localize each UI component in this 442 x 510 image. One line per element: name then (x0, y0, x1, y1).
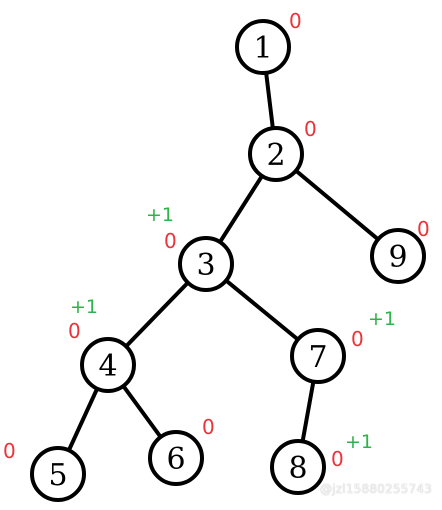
node-label-4: 4 (98, 349, 117, 384)
node-label-8: 8 (288, 451, 307, 486)
tree-node-3: 3 (178, 236, 234, 292)
tree-node-8: 8 (270, 439, 326, 495)
annotation-zero-6: 0 (202, 415, 215, 439)
annotation-zero-9: 0 (417, 217, 430, 241)
node-circle-2 (248, 126, 304, 182)
node-label-2: 2 (266, 138, 285, 173)
tree-node-4: 4 (80, 337, 136, 393)
node-label-7: 7 (308, 340, 327, 375)
annotation-zero-5: 0 (3, 439, 16, 463)
node-label-9: 9 (388, 240, 407, 275)
annotation-zero-3: 0 (164, 229, 177, 253)
tree-node-2: 2 (248, 126, 304, 182)
node-circle-9 (370, 228, 426, 284)
node-circle-6 (148, 430, 204, 486)
nodes-layer: 1 2 3 9 4 7 5 6 8 (30, 19, 426, 502)
node-label-3: 3 (196, 248, 215, 283)
annotation-zero-1: 0 (289, 9, 302, 33)
node-circle-4 (80, 337, 136, 393)
annotation-increment-4: +1 (70, 296, 98, 318)
annotation-zero-4: 0 (68, 319, 81, 343)
tree-node-6: 6 (148, 430, 204, 486)
annotation-increment-7: +1 (368, 308, 396, 330)
node-label-6: 6 (166, 442, 185, 477)
tree-node-1: 1 (235, 19, 291, 75)
node-circle-7 (290, 328, 346, 384)
tree-node-5: 5 (30, 446, 86, 502)
annotation-zero-2: 0 (304, 117, 317, 141)
node-circle-5 (30, 446, 86, 502)
tree-node-9: 9 (370, 228, 426, 284)
watermark-text: @jzl15880255743 (320, 482, 432, 496)
node-label-1: 1 (253, 31, 272, 66)
node-circle-8 (270, 439, 326, 495)
annotation-increment-8: +1 (345, 431, 373, 453)
node-circle-3 (178, 236, 234, 292)
annotation-zero-7: 0 (351, 327, 364, 351)
annotation-increment-3: +1 (146, 204, 174, 226)
node-label-5: 5 (48, 458, 67, 493)
node-circle-1 (235, 19, 291, 75)
tree-node-7: 7 (290, 328, 346, 384)
annotation-zero-8: 0 (331, 447, 344, 471)
